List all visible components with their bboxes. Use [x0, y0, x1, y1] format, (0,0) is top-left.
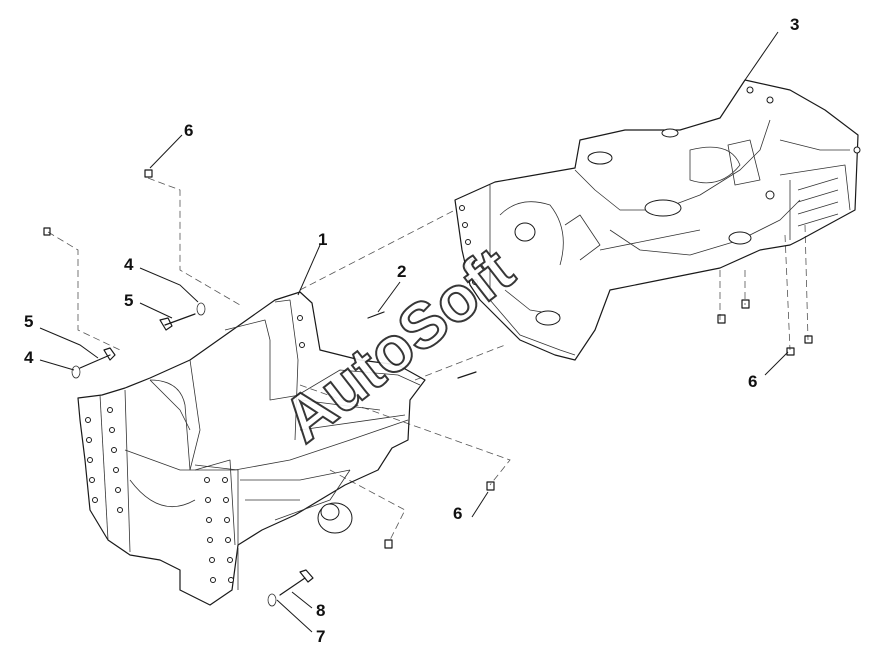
bolt-8 [279, 577, 306, 596]
fasteners [43, 169, 813, 607]
callout-labels: 1 2 3 4 5 5 4 6 6 6 7 8 [24, 15, 799, 646]
callout-4-lower: 4 [24, 348, 34, 367]
pin-2 [367, 311, 385, 319]
callout-5-upper: 5 [124, 291, 133, 310]
rear-frame-housing [454, 79, 861, 361]
callout-6-bottom: 6 [453, 504, 462, 523]
leader-lines [39, 31, 789, 633]
front-axle-support [77, 291, 426, 606]
bolt-5-lower [79, 354, 111, 369]
callout-4-upper: 4 [124, 255, 134, 274]
callout-1: 1 [318, 230, 327, 249]
bolt-5-upper [164, 313, 196, 326]
callout-2: 2 [397, 262, 406, 281]
assembly-lines [47, 177, 809, 541]
callout-5-lower: 5 [24, 312, 33, 331]
callout-3: 3 [790, 15, 799, 34]
callout-6-top: 6 [184, 121, 193, 140]
callout-6-right: 6 [748, 372, 757, 391]
callout-8: 8 [316, 601, 325, 620]
callout-7: 7 [316, 627, 325, 646]
